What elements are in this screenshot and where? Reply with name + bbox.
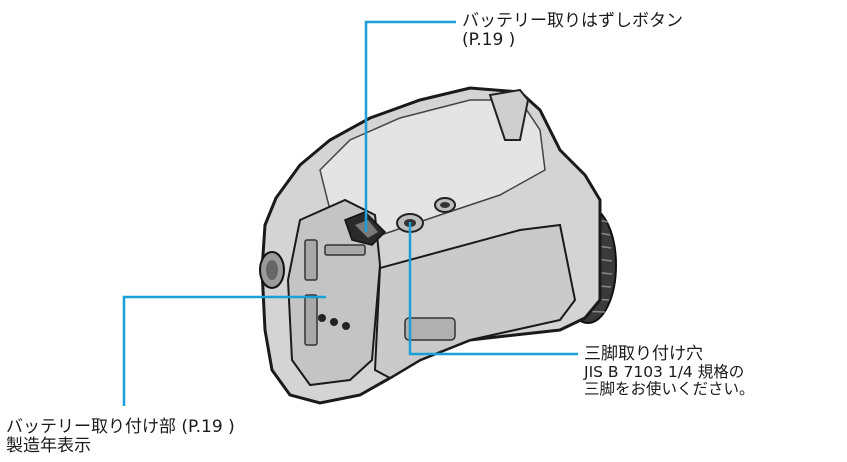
tripod-hole-label: 三脚取り付け穴 JIS B 7103 1/4 規格の 三脚をお使いください。 [584, 345, 755, 398]
battery-slots [304, 239, 366, 346]
leader-battery-mount [122, 295, 326, 406]
tripod-hole-title: 三脚取り付け穴 [584, 344, 703, 364]
tripod-hole-line2: 三脚をお使いください。 [584, 380, 755, 398]
strap-loop [488, 88, 530, 141]
battery-mount-label: バッテリー取り付け部 (P.19 ) 製造年表示 [6, 418, 235, 456]
left-dial [259, 251, 285, 289]
battery-mount-line2: 製造年表示 [6, 436, 91, 456]
tripod-hole-line1: JIS B 7103 1/4 規格の [584, 363, 745, 381]
battery-release-title: バッテリー取りはずしボタン [462, 11, 683, 31]
battery-contacts [318, 314, 350, 330]
leader-lines [122, 20, 578, 406]
battery-mount-title: バッテリー取り付け部 (P.19 ) [6, 417, 235, 437]
battery-release-label: バッテリー取りはずしボタン (P.19 ) [462, 12, 683, 50]
battery-release-page-ref: (P.19 ) [462, 30, 516, 50]
leader-battery-release [364, 20, 456, 232]
leader-tripod-hole [408, 222, 578, 356]
side-recess [404, 317, 456, 341]
